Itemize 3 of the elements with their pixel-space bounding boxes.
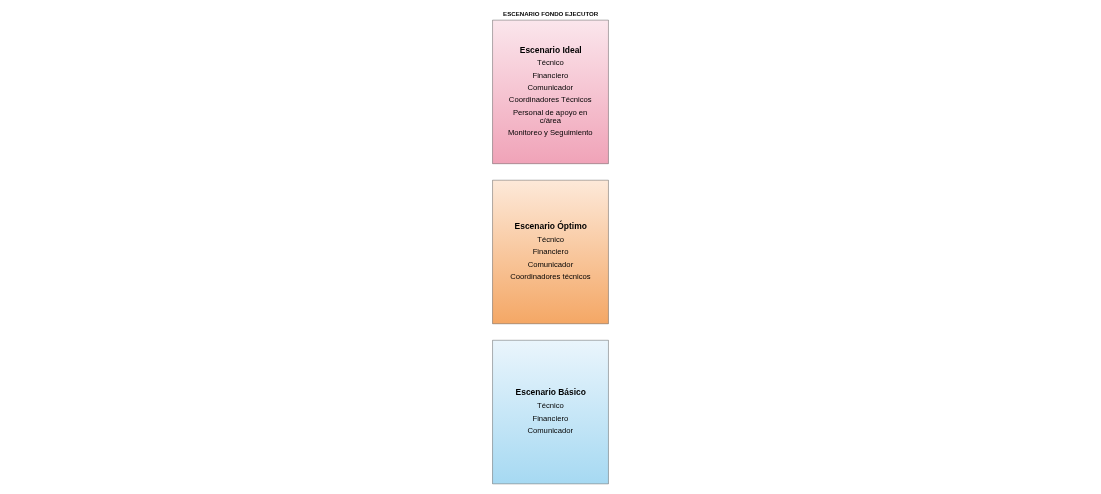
node-box: Escenario Ideal Técnico Financiero Comunicador Coordinadores Técnicos Personal de apoyo en c/área Monitoreo y Seguimiento	[492, 19, 609, 164]
node-box: Escenario Básico Técnico Financiero Comunicador	[492, 340, 609, 485]
node-box: Escenario Óptimo Técnico Financiero Comunicador Coordinadores técnicos	[492, 180, 609, 324]
